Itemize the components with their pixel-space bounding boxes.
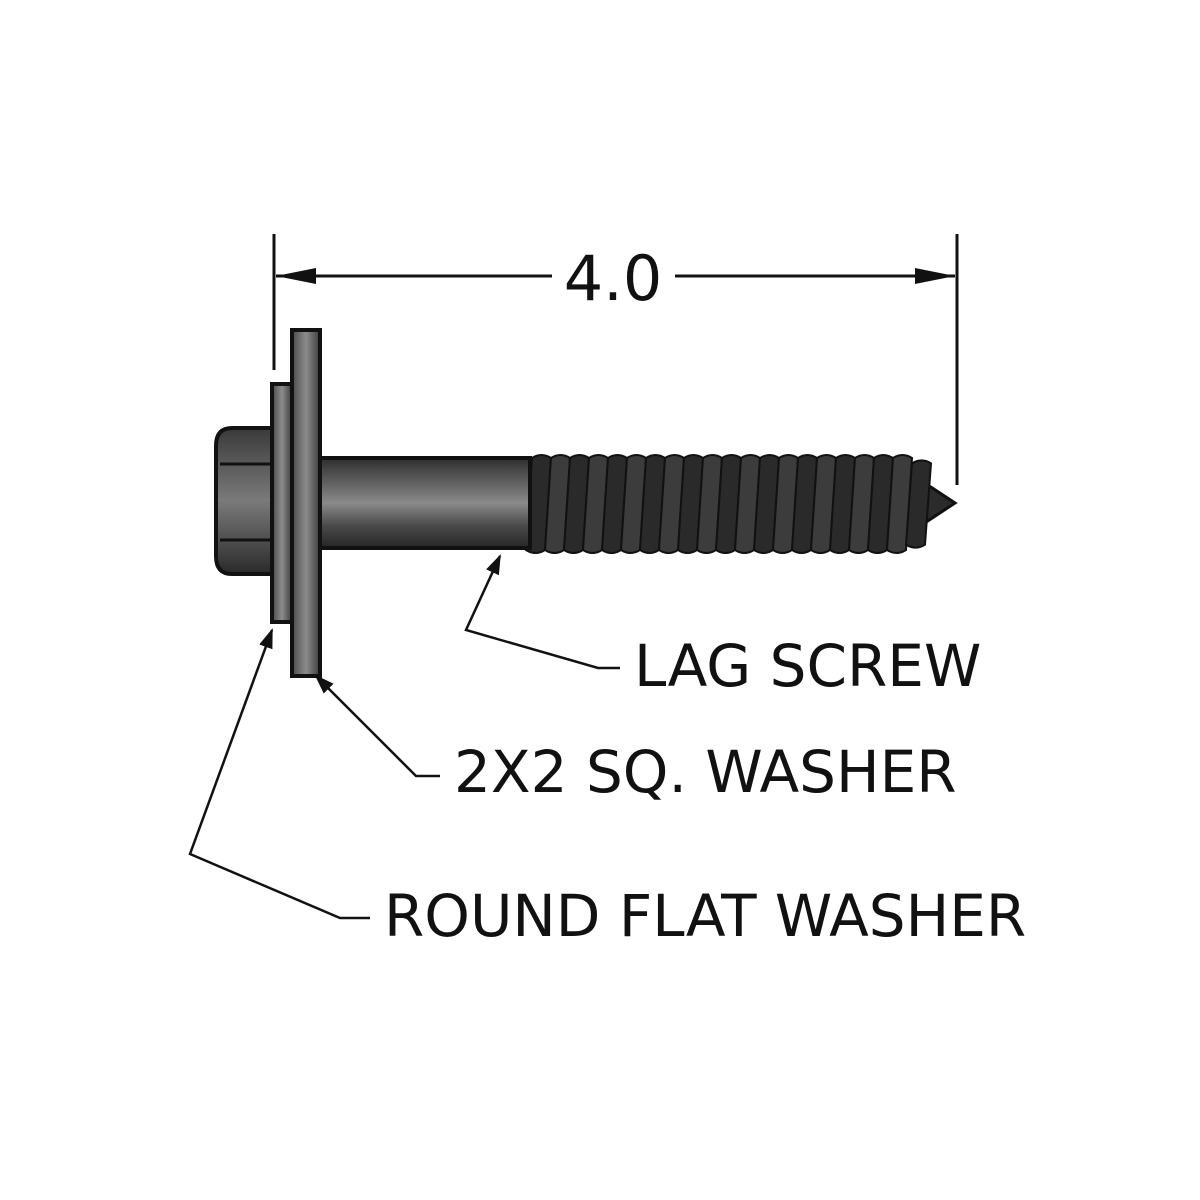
square-washer-leader — [314, 674, 440, 778]
round-flat-washer-label: ROUND FLAT WASHER — [384, 882, 1026, 950]
square-washer-label: 2X2 SQ. WASHER — [454, 738, 957, 806]
hex-head — [214, 426, 278, 576]
thread-crest — [885, 454, 914, 554]
round-flat-washer-leader — [188, 628, 370, 920]
round-flat-washer — [270, 382, 294, 624]
dimension-length-label: 4.0 — [564, 242, 663, 315]
screw-shank — [316, 456, 532, 550]
hex-head-body — [214, 426, 278, 576]
lag-screw-leader — [464, 554, 620, 670]
screw-threads — [524, 454, 958, 554]
thread-crest — [904, 459, 933, 549]
lag-screw-label: LAG SCREW — [634, 632, 981, 700]
square-washer — [290, 328, 322, 678]
thread-crests — [524, 454, 933, 554]
